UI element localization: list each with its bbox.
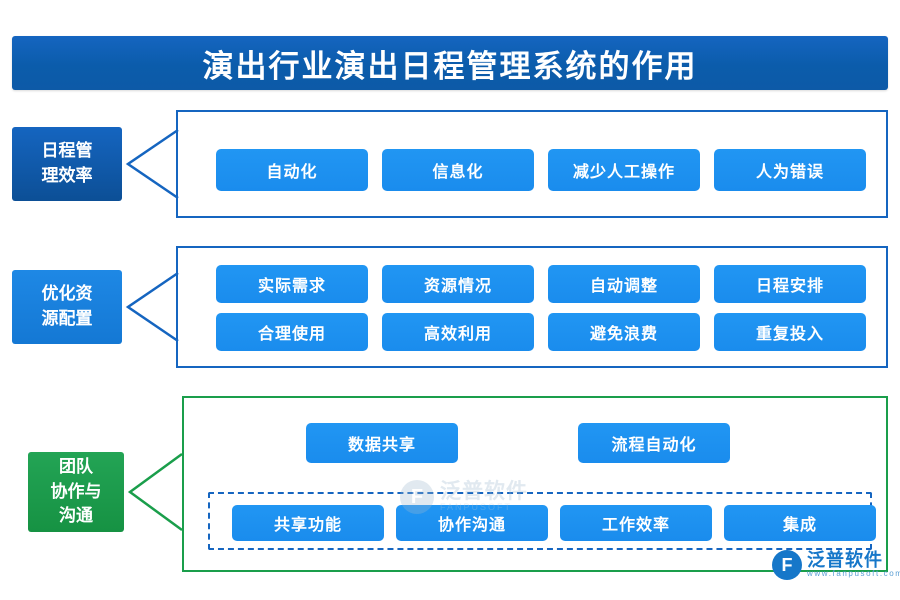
- pill-efficiency-2[interactable]: 信息化: [382, 149, 534, 191]
- category-label-collaboration[interactable]: 团队 协作与 沟通: [28, 452, 124, 532]
- pill-resource-3[interactable]: 自动调整: [548, 265, 700, 303]
- section-resource-frame: [176, 246, 888, 368]
- pill-collaboration-5[interactable]: 工作效率: [560, 505, 712, 541]
- category-resource-line2: 源配置: [41, 309, 93, 328]
- pill-collaboration-3[interactable]: 共享功能: [232, 505, 384, 541]
- pill-collaboration-6[interactable]: 集成: [724, 505, 876, 541]
- pill-resource-2[interactable]: 资源情况: [382, 265, 534, 303]
- connector-efficiency: [125, 128, 179, 200]
- category-collaboration-line1: 团队: [59, 457, 93, 477]
- pill-resource-7[interactable]: 避免浪费: [548, 313, 700, 351]
- category-collaboration-line2: 协作与: [50, 481, 102, 501]
- connector-resource: [125, 271, 179, 343]
- category-collaboration-line3: 沟通: [59, 506, 93, 526]
- pill-resource-5[interactable]: 合理使用: [216, 313, 368, 351]
- diagram-title-bar: 演出行业演出日程管理系统的作用: [12, 36, 888, 90]
- connector-collaboration: [127, 452, 183, 532]
- page-title: 演出行业演出日程管理系统的作用: [202, 48, 698, 84]
- pill-resource-8[interactable]: 重复投入: [714, 313, 866, 351]
- section-collaboration-frame: [182, 396, 888, 572]
- pill-efficiency-4[interactable]: 人为错误: [714, 149, 866, 191]
- category-efficiency-line1: 日程管: [41, 141, 93, 161]
- pill-collaboration-4[interactable]: 协作沟通: [396, 505, 548, 541]
- category-label-resource[interactable]: 优化资 源配置: [12, 270, 122, 344]
- pill-resource-1[interactable]: 实际需求: [216, 265, 368, 303]
- pill-collaboration-1[interactable]: 数据共享: [306, 423, 458, 463]
- pill-efficiency-1[interactable]: 自动化: [216, 149, 368, 191]
- pill-efficiency-3[interactable]: 减少人工操作: [548, 149, 700, 191]
- section-efficiency-frame: [176, 110, 888, 218]
- category-resource-line1: 优化资: [41, 284, 93, 304]
- pill-resource-6[interactable]: 高效利用: [382, 313, 534, 351]
- category-efficiency-line2: 理效率: [41, 166, 93, 185]
- category-label-efficiency[interactable]: 日程管 理效率: [12, 127, 122, 201]
- pill-collaboration-2[interactable]: 流程自动化: [578, 423, 730, 463]
- pill-resource-4[interactable]: 日程安排: [714, 265, 866, 303]
